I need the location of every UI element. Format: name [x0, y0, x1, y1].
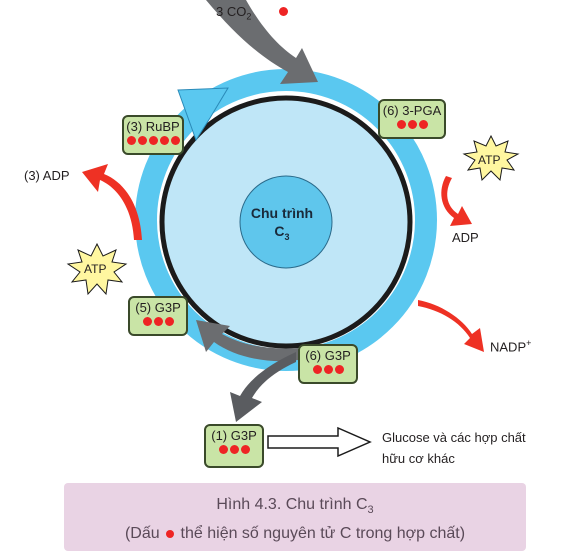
center-line2: C3	[274, 223, 290, 242]
g3p-out-carbon-dots	[206, 445, 262, 454]
adp-left-label: (3) ADP	[24, 168, 70, 183]
rubp-box: (3) RuBP	[122, 115, 184, 155]
pga-label: (6) 3-PGA	[382, 103, 442, 118]
g3p-output-arrow	[230, 352, 296, 422]
carbon-dot	[218, 445, 228, 454]
carbon-dot	[137, 136, 147, 145]
carbon-dot	[240, 445, 250, 454]
pga-carbon-dots	[380, 120, 444, 129]
g3p-bottom-box: (6) G3P	[298, 344, 358, 384]
co2-text: 3 CO	[216, 4, 247, 19]
g3p-recycle-arrow	[196, 320, 298, 362]
g3p-left-box: (5) G3P	[128, 296, 188, 336]
carbon-dot	[229, 445, 239, 454]
g3p-left-carbon-dots	[130, 317, 186, 326]
products-line1: Glucose và các hợp chất	[382, 430, 526, 445]
g3p-out-box: (1) G3P	[204, 424, 264, 468]
co2-label: 3 CO2	[216, 4, 288, 22]
carbon-dot	[396, 120, 406, 129]
caption-carbon-dot	[166, 529, 175, 538]
carbon-dot	[170, 136, 180, 145]
figure-caption: Hình 4.3. Chu trình C3 (Dấu thể hiện số …	[64, 483, 526, 551]
g3p-bottom-carbon-dots	[300, 365, 356, 374]
carbon-dot	[126, 136, 136, 145]
cycle-center-label: Chu trình C3	[232, 204, 332, 246]
carbon-dot	[159, 136, 169, 145]
atp-left-label: ATP	[84, 262, 107, 276]
carbon-dot	[153, 317, 163, 326]
products-line2: hữu cơ khác	[382, 451, 455, 466]
center-line1: Chu trình	[250, 205, 314, 221]
g3p-left-label: (5) G3P	[135, 300, 181, 315]
adp-left-arrow	[82, 164, 142, 240]
atp-burst-right	[462, 134, 520, 182]
co2-subscript: 2	[246, 11, 252, 22]
carbon-dot	[418, 120, 428, 129]
cycle-arrowhead	[177, 87, 229, 142]
g3p-out-label: (1) G3P	[211, 428, 257, 443]
center-disk	[239, 175, 333, 269]
co2-input-arrow	[206, 0, 318, 84]
nadp-text: NADP	[490, 339, 527, 355]
nadp-arrow	[418, 300, 484, 352]
carbon-dot	[334, 365, 344, 374]
carbon-dot	[148, 136, 158, 145]
pga-box: (6) 3-PGA	[378, 99, 446, 139]
carbon-dot	[407, 120, 417, 129]
products-arrow	[267, 426, 372, 458]
nadp-superscript: +	[526, 338, 532, 348]
carbon-dot	[323, 365, 333, 374]
adp-right-arrow	[441, 176, 472, 226]
g3p-bottom-label: (6) G3P	[305, 348, 351, 363]
nadp-label: NADP+	[490, 338, 531, 354]
rubp-carbon-dots	[124, 136, 182, 145]
atp-burst-left	[66, 242, 128, 296]
carbon-dot	[312, 365, 322, 374]
rubp-label: (3) RuBP	[126, 119, 180, 134]
carbon-dot	[142, 317, 152, 326]
carbon-dot	[164, 317, 174, 326]
co2-carbon-dot	[278, 7, 288, 16]
caption-line1: Hình 4.3. Chu trình C3	[216, 496, 374, 517]
atp-right-label: ATP	[478, 153, 501, 167]
adp-right-label: ADP	[452, 230, 479, 245]
caption-line2: (Dấu thể hiện số nguyên tử C trong hợp c…	[124, 525, 466, 543]
products-label: Glucose và các hợp chất hữu cơ khác	[382, 427, 526, 469]
